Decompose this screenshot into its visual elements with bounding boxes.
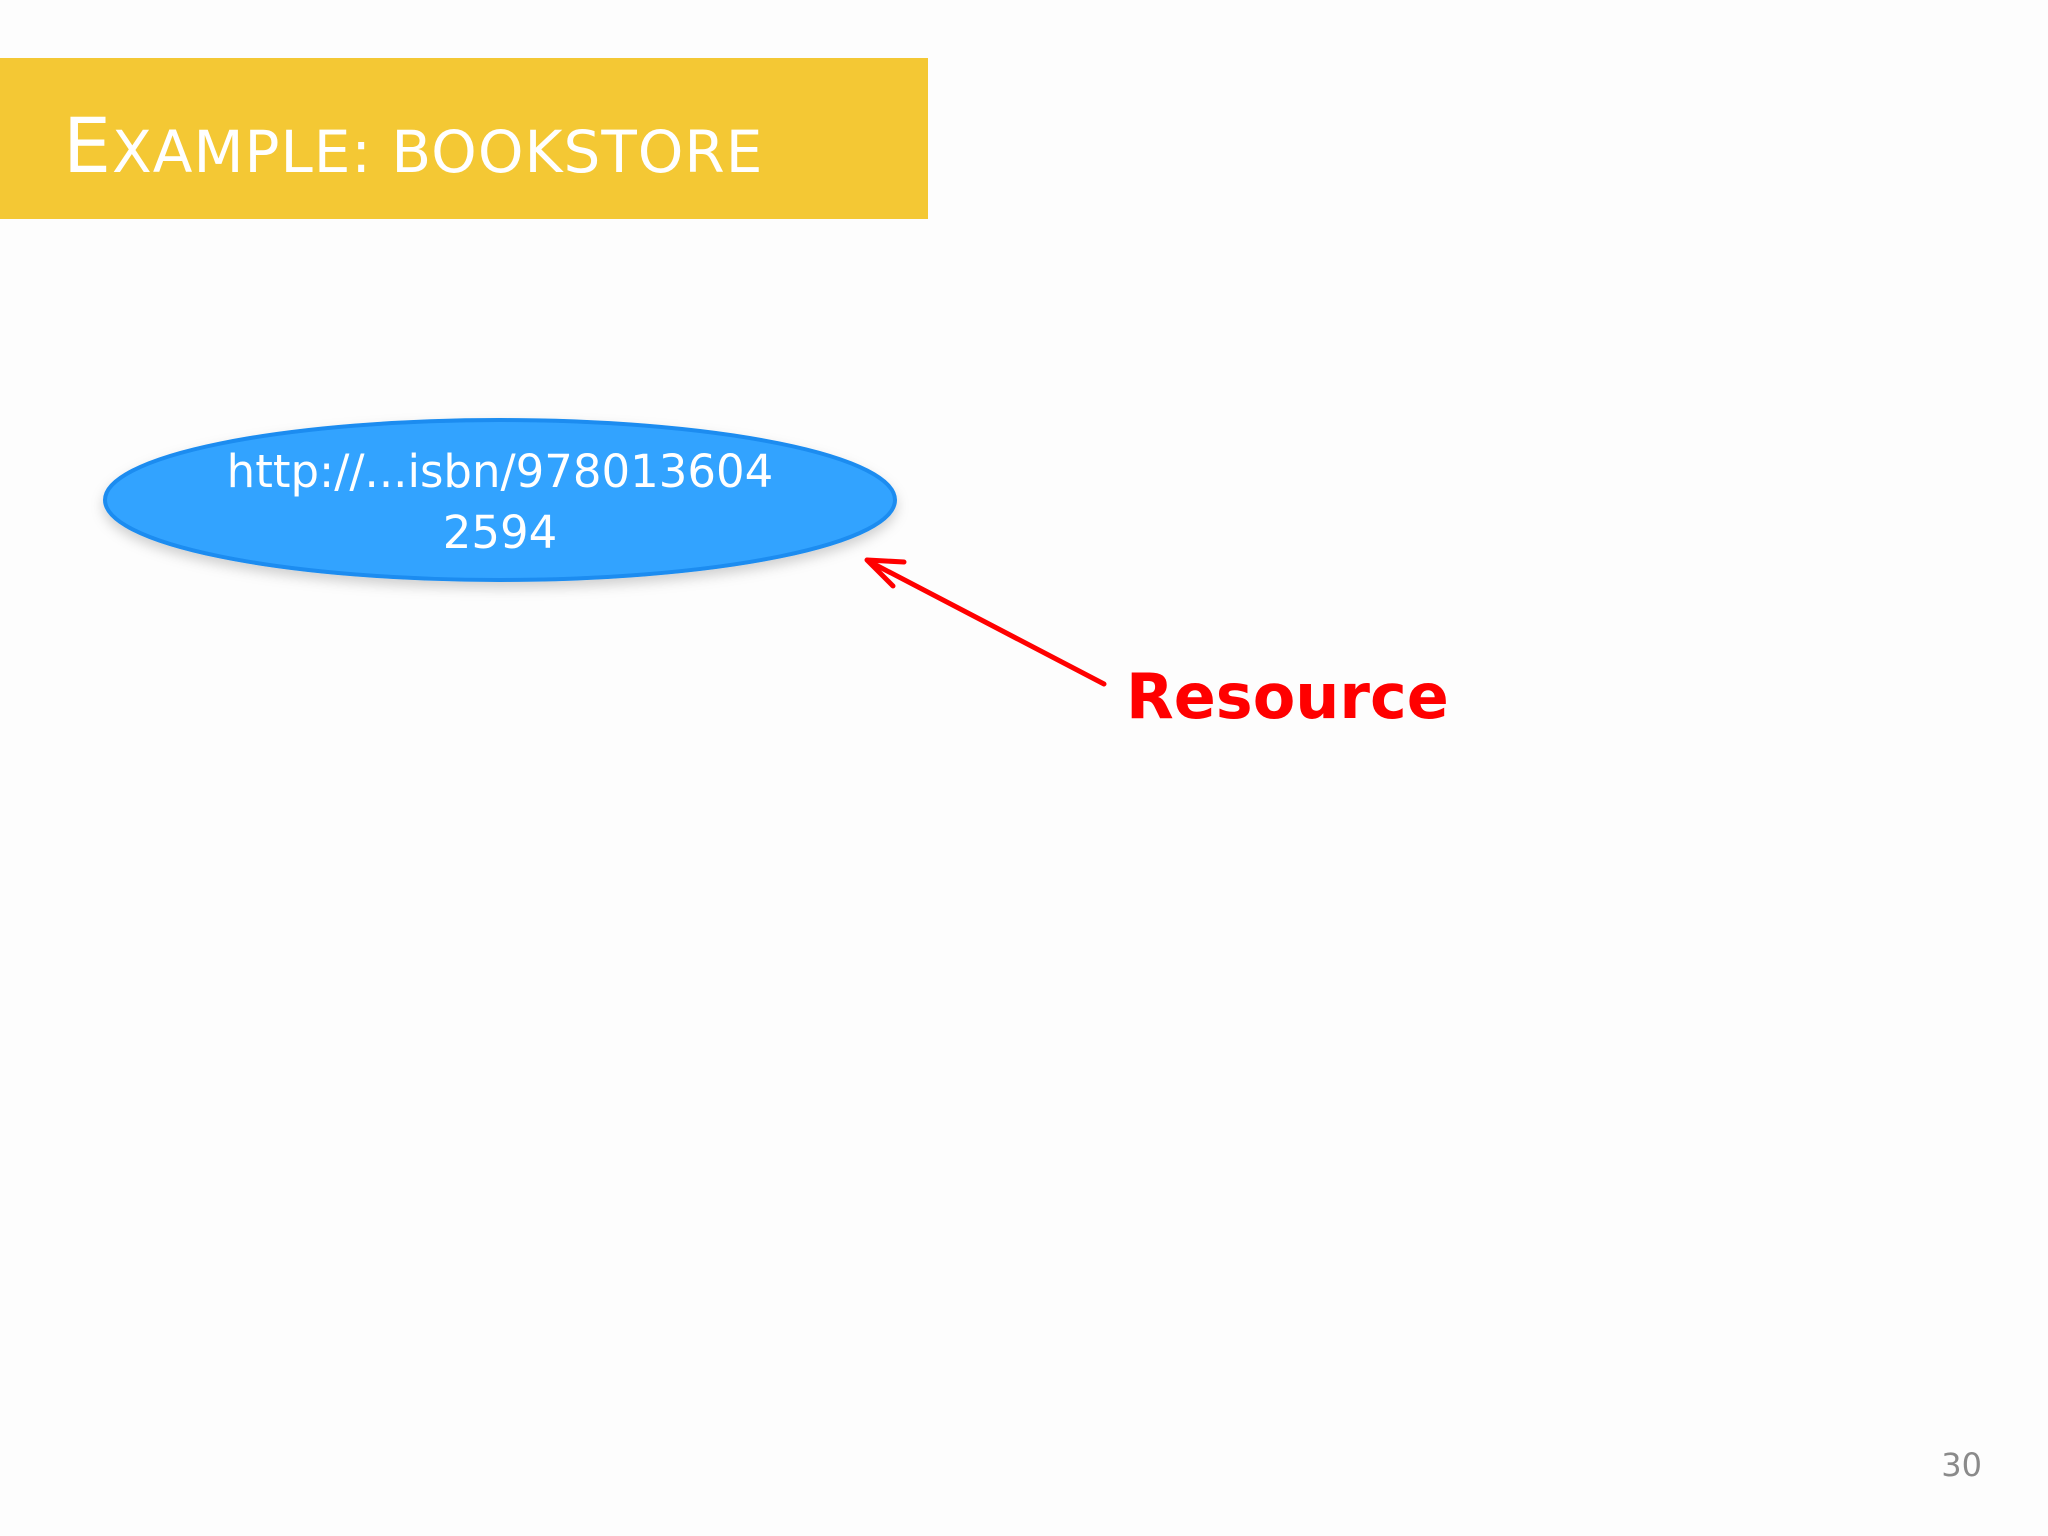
- resource-node-label-line1: http://...isbn/978013604: [227, 445, 774, 498]
- resource-node-shape: [103, 418, 897, 582]
- title-banner: EXAMPLE: BOOKSTORE: [0, 58, 928, 219]
- resource-node-label-line2: 2594: [443, 506, 558, 559]
- slide-title-initial: E: [63, 101, 113, 190]
- page-number: 30: [1941, 1446, 1982, 1484]
- resource-node: http://...isbn/978013604 2594: [103, 418, 897, 582]
- slide-title: EXAMPLE: BOOKSTORE: [63, 108, 763, 184]
- callout-label: Resource: [1126, 660, 1449, 733]
- callout-arrowhead-icon: [864, 557, 907, 589]
- callout-arrow: [864, 557, 1107, 687]
- slide-title-rest: XAMPLE: BOOKSTORE: [112, 118, 764, 186]
- callout-arrow-shaft: [869, 560, 1107, 687]
